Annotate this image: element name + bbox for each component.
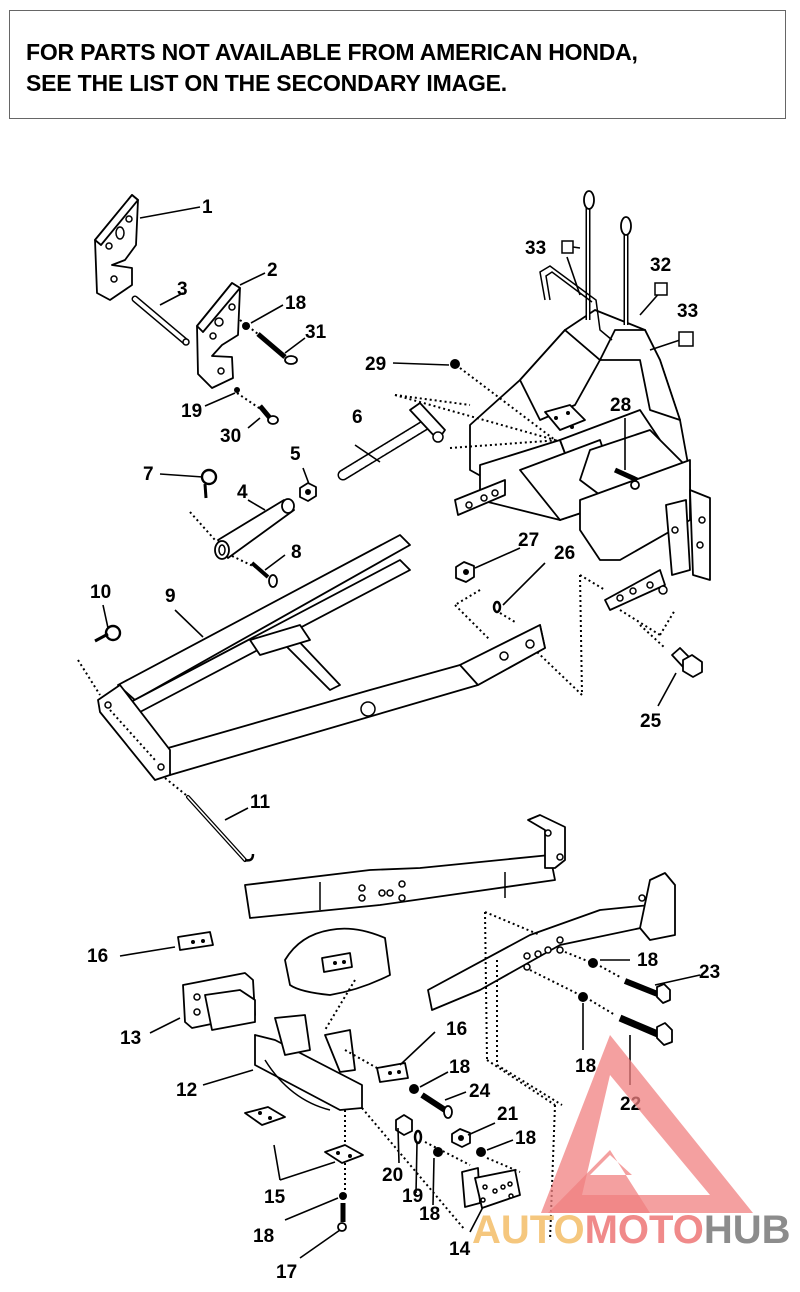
part-28-bolt [613, 467, 640, 490]
marker-box-32 [654, 282, 668, 296]
callout-31: 31 [305, 322, 327, 343]
part-15-plate-a [244, 1106, 286, 1126]
part-2-bracket-plate [196, 282, 241, 389]
marker-box-33-right [678, 331, 694, 347]
callout-18-bottom: 18 [253, 1226, 274, 1247]
callout-10: 10 [90, 582, 111, 603]
part-11-hook-rod [186, 795, 255, 862]
right-side-rail [427, 872, 676, 1011]
part-24-bolt [420, 1092, 453, 1119]
hitch-frame [454, 190, 711, 611]
part-12-channel [254, 1014, 363, 1111]
part-18-washer-b [588, 958, 598, 968]
part-9-main-frame [97, 534, 546, 781]
callout-21: 21 [497, 1104, 519, 1125]
callout-18-plate: 18 [515, 1128, 536, 1149]
marker-box-33-left [561, 240, 574, 254]
callout-3: 3 [177, 279, 188, 300]
callout-18-rail-upper: 18 [637, 950, 658, 971]
callout-19-top: 19 [181, 401, 202, 422]
callout-32: 32 [650, 255, 671, 276]
part-5-nut [299, 482, 317, 502]
callout-15: 15 [264, 1187, 286, 1208]
callout-6: 6 [352, 407, 363, 428]
part-13-mount-bracket [182, 972, 256, 1031]
part-18-washer-e [339, 1192, 347, 1200]
callout-4: 4 [237, 482, 248, 503]
callout-23: 23 [699, 962, 720, 983]
part-15-plate-b [324, 1144, 364, 1164]
callout-17: 17 [276, 1262, 297, 1283]
callout-24: 24 [469, 1081, 491, 1102]
notice-line-1: FOR PARTS NOT AVAILABLE FROM AMERICAN HO… [26, 39, 638, 65]
part-20-nut [395, 1114, 413, 1136]
callout-2: 2 [267, 260, 278, 281]
part-1-bracket-plate [94, 194, 139, 301]
part-18-washer-d [409, 1084, 419, 1094]
callout-labels: 1 2 3 4 5 6 7 8 9 10 11 12 13 14 15 16 1… [87, 197, 720, 1283]
part-14-clamp-plate [461, 1167, 521, 1209]
watermark-auto: AUTO [472, 1208, 585, 1252]
part-30-bolt [258, 404, 279, 425]
leader-lines [102, 206, 701, 1259]
part-21-nut [451, 1128, 471, 1148]
callout-18-rail-lower: 18 [575, 1056, 596, 1077]
part-7-ring-pin [200, 468, 218, 499]
callout-1: 1 [202, 197, 213, 218]
part-8-clevis-pin [250, 561, 278, 588]
notice-line-2: SEE THE LIST ON THE SECONDARY IMAGE. [26, 70, 507, 96]
frame-detail-inset [284, 927, 391, 996]
watermark-hub: HUB [704, 1208, 791, 1252]
callout-9: 9 [165, 586, 176, 607]
part-31-eye-bolt [256, 332, 298, 365]
callout-16-lower: 16 [446, 1019, 467, 1040]
callout-28: 28 [610, 395, 631, 416]
callout-30: 30 [220, 426, 241, 447]
part-3-pin [131, 295, 190, 346]
callout-20: 20 [382, 1165, 403, 1186]
part-19-washer-a [234, 387, 240, 393]
callout-33-left: 33 [525, 238, 546, 259]
callout-27: 27 [518, 530, 539, 551]
part-29-nut [450, 359, 460, 369]
callout-33-right: 33 [677, 301, 698, 322]
part-18-washer-g [476, 1147, 486, 1157]
callout-29: 29 [365, 354, 386, 375]
callout-13: 13 [120, 1028, 141, 1049]
part-4-pin-tube [214, 498, 295, 560]
part-17-bolt [337, 1203, 347, 1232]
watermark-logo: AUTOMOTOHUB [472, 1035, 791, 1252]
part-10-ring-pin [94, 624, 122, 643]
part-6-threaded-rod [337, 402, 446, 481]
lower-frame-rail [244, 814, 566, 919]
part-23-bolt [623, 978, 671, 1004]
callout-18-channel: 18 [449, 1057, 470, 1078]
callout-11: 11 [250, 792, 271, 813]
watermark-triangle-icon [541, 1035, 753, 1213]
watermark-moto: MOTO [585, 1208, 704, 1252]
callout-26: 26 [554, 543, 575, 564]
callout-14: 14 [449, 1239, 471, 1260]
part-16-block-b [376, 1062, 409, 1083]
callout-16-upper: 16 [87, 946, 108, 967]
callout-18-washer: 18 [419, 1204, 440, 1225]
callout-18-top: 18 [285, 293, 306, 314]
callout-8: 8 [291, 542, 302, 563]
callout-7: 7 [143, 464, 154, 485]
part-26-lock-washer [492, 600, 502, 614]
part-16-block-a [177, 931, 214, 951]
part-18-washer-c [578, 992, 588, 1002]
part-25-hex-bolt [671, 647, 703, 678]
callout-25: 25 [640, 711, 662, 732]
callout-5: 5 [290, 444, 301, 465]
part-19-lock-washer-b [413, 1129, 423, 1145]
callout-12: 12 [176, 1080, 197, 1101]
part-18-washer-f [433, 1147, 443, 1157]
callout-19-lower: 19 [402, 1186, 423, 1207]
part-22-bolt [618, 1014, 673, 1046]
notice-box: FOR PARTS NOT AVAILABLE FROM AMERICAN HO… [9, 10, 786, 119]
svg-text:AUTOMOTOHUB: AUTOMOTOHUB [472, 1208, 791, 1252]
part-27-nut [455, 561, 475, 583]
